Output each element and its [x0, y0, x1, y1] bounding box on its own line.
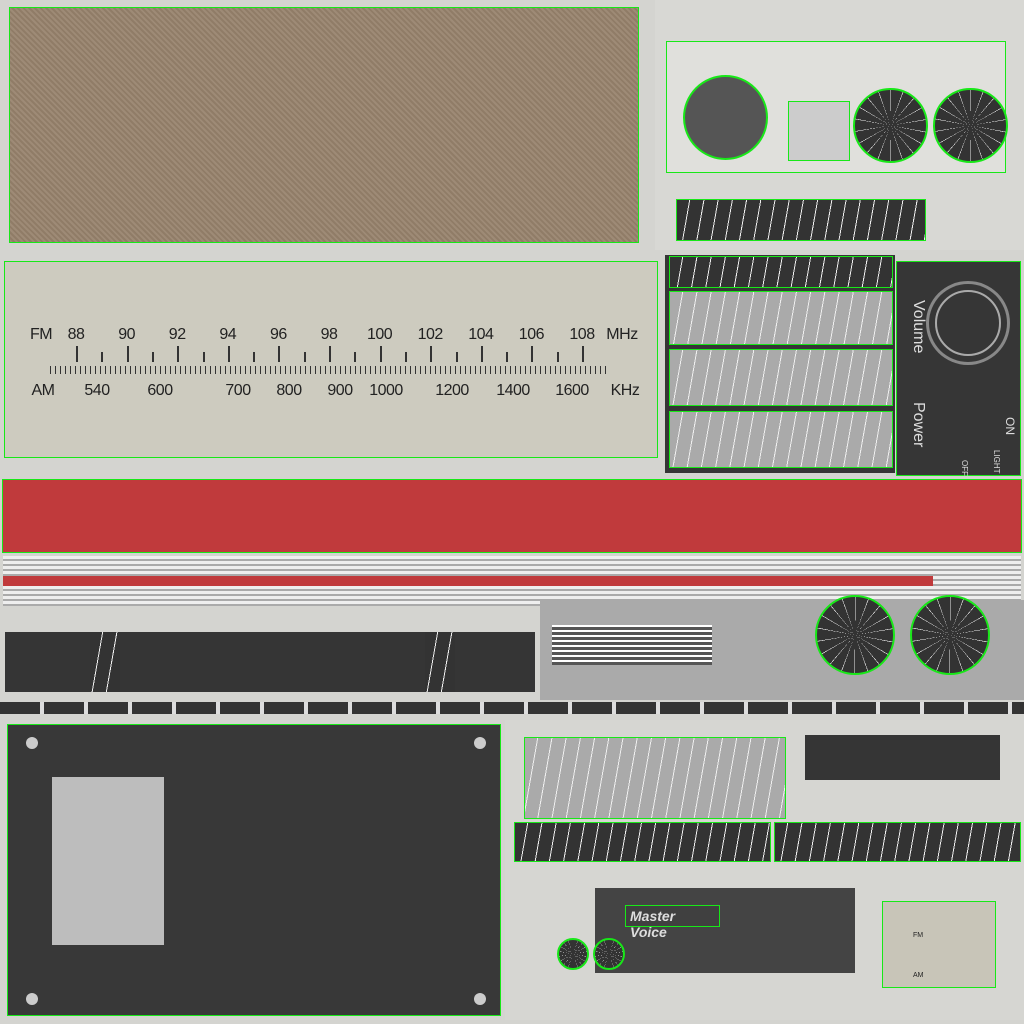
- fm-tick-label: 100: [366, 326, 393, 343]
- fm-tick-mark: [227, 346, 230, 362]
- fm-tick-label: 94: [219, 326, 237, 343]
- band-switch-panel: FM AM: [882, 901, 996, 988]
- fm-tick-label: 106: [518, 326, 545, 343]
- am-tick-label: 1200: [435, 382, 469, 399]
- power-label: Power: [910, 402, 927, 448]
- control-panel: Volume Power ON LIGHT OFF: [896, 261, 1021, 476]
- edge-strip: [0, 702, 1024, 714]
- fm-tick-label: 88: [67, 326, 85, 343]
- tuning-dial: FM MHz AM KHz 88 90 92 94 96 98 100 102 104 106 10…: [4, 261, 658, 458]
- am-tick-label: 1000: [369, 382, 403, 399]
- fm-tick-mark: [76, 346, 78, 362]
- speaker-grille-icon: [933, 88, 1008, 163]
- red-body-texture: [2, 479, 1022, 553]
- fm-tick-mark: [556, 352, 559, 362]
- fm-tick-label: 96: [269, 326, 287, 343]
- fm-tick-mark: [379, 346, 382, 362]
- am-band-label: AM: [913, 972, 924, 979]
- fm-tick-label: 98: [320, 326, 338, 343]
- back-panel-texture: [7, 724, 501, 1016]
- am-tick-label: 600: [147, 382, 173, 399]
- fm-tick-mark: [177, 346, 180, 362]
- off-label: OFF: [960, 460, 969, 476]
- speaker-grille-icon: [853, 88, 928, 163]
- am-unit: KHz: [610, 382, 640, 399]
- am-tick-label: 1600: [555, 382, 589, 399]
- fm-tick-label: 102: [417, 326, 444, 343]
- fm-tick-mark: [303, 352, 306, 362]
- edge-strips: [3, 556, 1021, 606]
- fm-tick-mark: [430, 346, 433, 362]
- fm-tick-mark: [253, 352, 256, 362]
- fm-tick-mark: [329, 346, 331, 362]
- fm-tick-label: 92: [168, 326, 186, 343]
- fm-tick-mark: [455, 352, 458, 362]
- label-sticker: [52, 777, 164, 945]
- fm-tick-mark: [404, 352, 407, 362]
- fm-tick-mark: [582, 346, 584, 362]
- fm-tick-mark: [354, 352, 357, 362]
- am-tick-label: 1400: [496, 382, 530, 399]
- fm-tick-mark: [151, 352, 154, 362]
- fm-tick-mark: [202, 352, 205, 362]
- fm-tick-mark: [278, 346, 281, 362]
- fm-tick-label: 104: [468, 326, 494, 343]
- am-label: AM: [31, 382, 56, 399]
- on-label: ON: [1003, 417, 1017, 435]
- speaker-grille-icon: [910, 595, 990, 675]
- side-bar-texture: [5, 632, 535, 692]
- fm-tick-mark: [506, 352, 509, 362]
- speaker-grille-icon: [815, 595, 895, 675]
- am-tick-label: 900: [327, 382, 353, 399]
- brand-logo: Master Voice: [625, 905, 720, 940]
- fm-band-label: FM: [913, 932, 924, 939]
- fm-tick-mark: [126, 346, 129, 362]
- fm-tick-mark: [531, 346, 534, 362]
- fm-label: FM: [29, 326, 53, 343]
- fm-unit: MHz: [606, 326, 638, 343]
- light-label: LIGHT: [992, 450, 1001, 474]
- fm-tick-mark: [101, 352, 104, 362]
- dial-scale: [50, 366, 610, 374]
- speaker-grille-icon: [557, 938, 589, 970]
- fm-tick-label: 90: [118, 326, 135, 343]
- am-tick-label: 540: [84, 382, 110, 399]
- fm-tick-mark: [480, 346, 483, 362]
- speaker-ring-icon: [683, 75, 768, 160]
- front-trim-texture: [540, 595, 1024, 700]
- grille-block: [665, 255, 895, 473]
- speaker-fabric-texture: [9, 7, 639, 243]
- top-panel-texture: [655, 0, 1024, 250]
- front-panel-texture: FM AM: [505, 720, 1024, 1020]
- speaker-grille-icon: [593, 938, 625, 970]
- am-tick-label: 700: [225, 382, 251, 399]
- fm-tick-label: 108: [569, 326, 595, 343]
- volume-label: Volume: [910, 300, 927, 354]
- am-tick-label: 800: [276, 382, 302, 399]
- volume-knob[interactable]: [935, 290, 1001, 356]
